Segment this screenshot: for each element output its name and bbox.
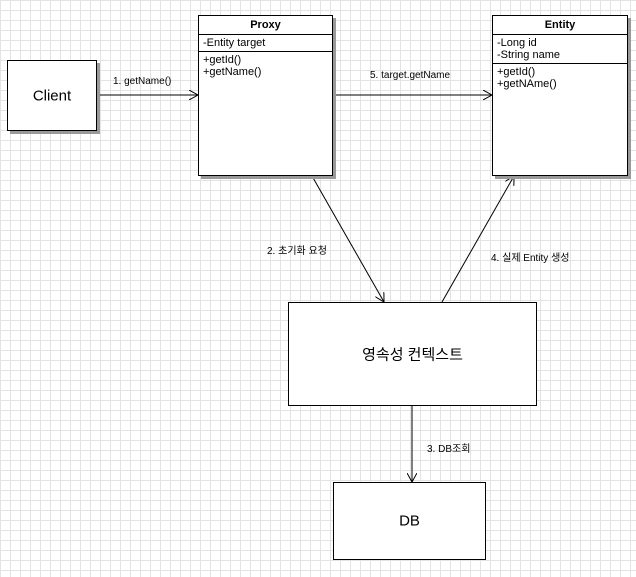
- arrow-context-to-entity: [441, 176, 514, 303]
- entity-attribute: -Long id: [497, 37, 537, 49]
- db-label: DB: [399, 512, 420, 530]
- edge-label-create-entity: 4. 실제 Entity 생성: [491, 253, 570, 264]
- proxy-class-title: Proxy: [199, 16, 332, 35]
- edge-label-get-name: 1. getName(): [113, 76, 172, 87]
- db-box[interactable]: DB: [333, 482, 486, 560]
- edge-label-db-query: 3. DB조회: [427, 444, 471, 455]
- client-box[interactable]: Client: [7, 60, 97, 131]
- entity-method: +getId(): [497, 66, 536, 78]
- proxy-methods: +getId() +getName(): [199, 52, 332, 80]
- arrow-proxy-to-context: [311, 175, 384, 302]
- client-label: Client: [32, 87, 72, 104]
- proxy-attributes: -Entity target: [199, 35, 332, 52]
- entity-attribute: -String name: [497, 49, 560, 61]
- persistence-context-label: 영속성 컨텍스트: [362, 346, 463, 364]
- entity-methods: +getId() +getNAme(): [493, 64, 627, 92]
- entity-method: +getNAme(): [497, 78, 557, 90]
- proxy-method: +getName(): [203, 66, 262, 78]
- persistence-context-box[interactable]: 영속성 컨텍스트: [288, 302, 537, 406]
- edge-label-target-get-name: 5. target.getName: [370, 70, 451, 81]
- proxy-method: +getId(): [203, 54, 242, 66]
- entity-class-box[interactable]: Entity -Long id -String name +getId() +g…: [492, 15, 628, 176]
- proxy-attribute: -Entity target: [203, 37, 266, 49]
- proxy-class-box[interactable]: Proxy -Entity target +getId() +getName(): [198, 15, 333, 176]
- entity-attributes: -Long id -String name: [493, 35, 627, 64]
- entity-class-title: Entity: [493, 16, 627, 35]
- edge-label-init-request: 2. 초기화 요청: [267, 246, 327, 257]
